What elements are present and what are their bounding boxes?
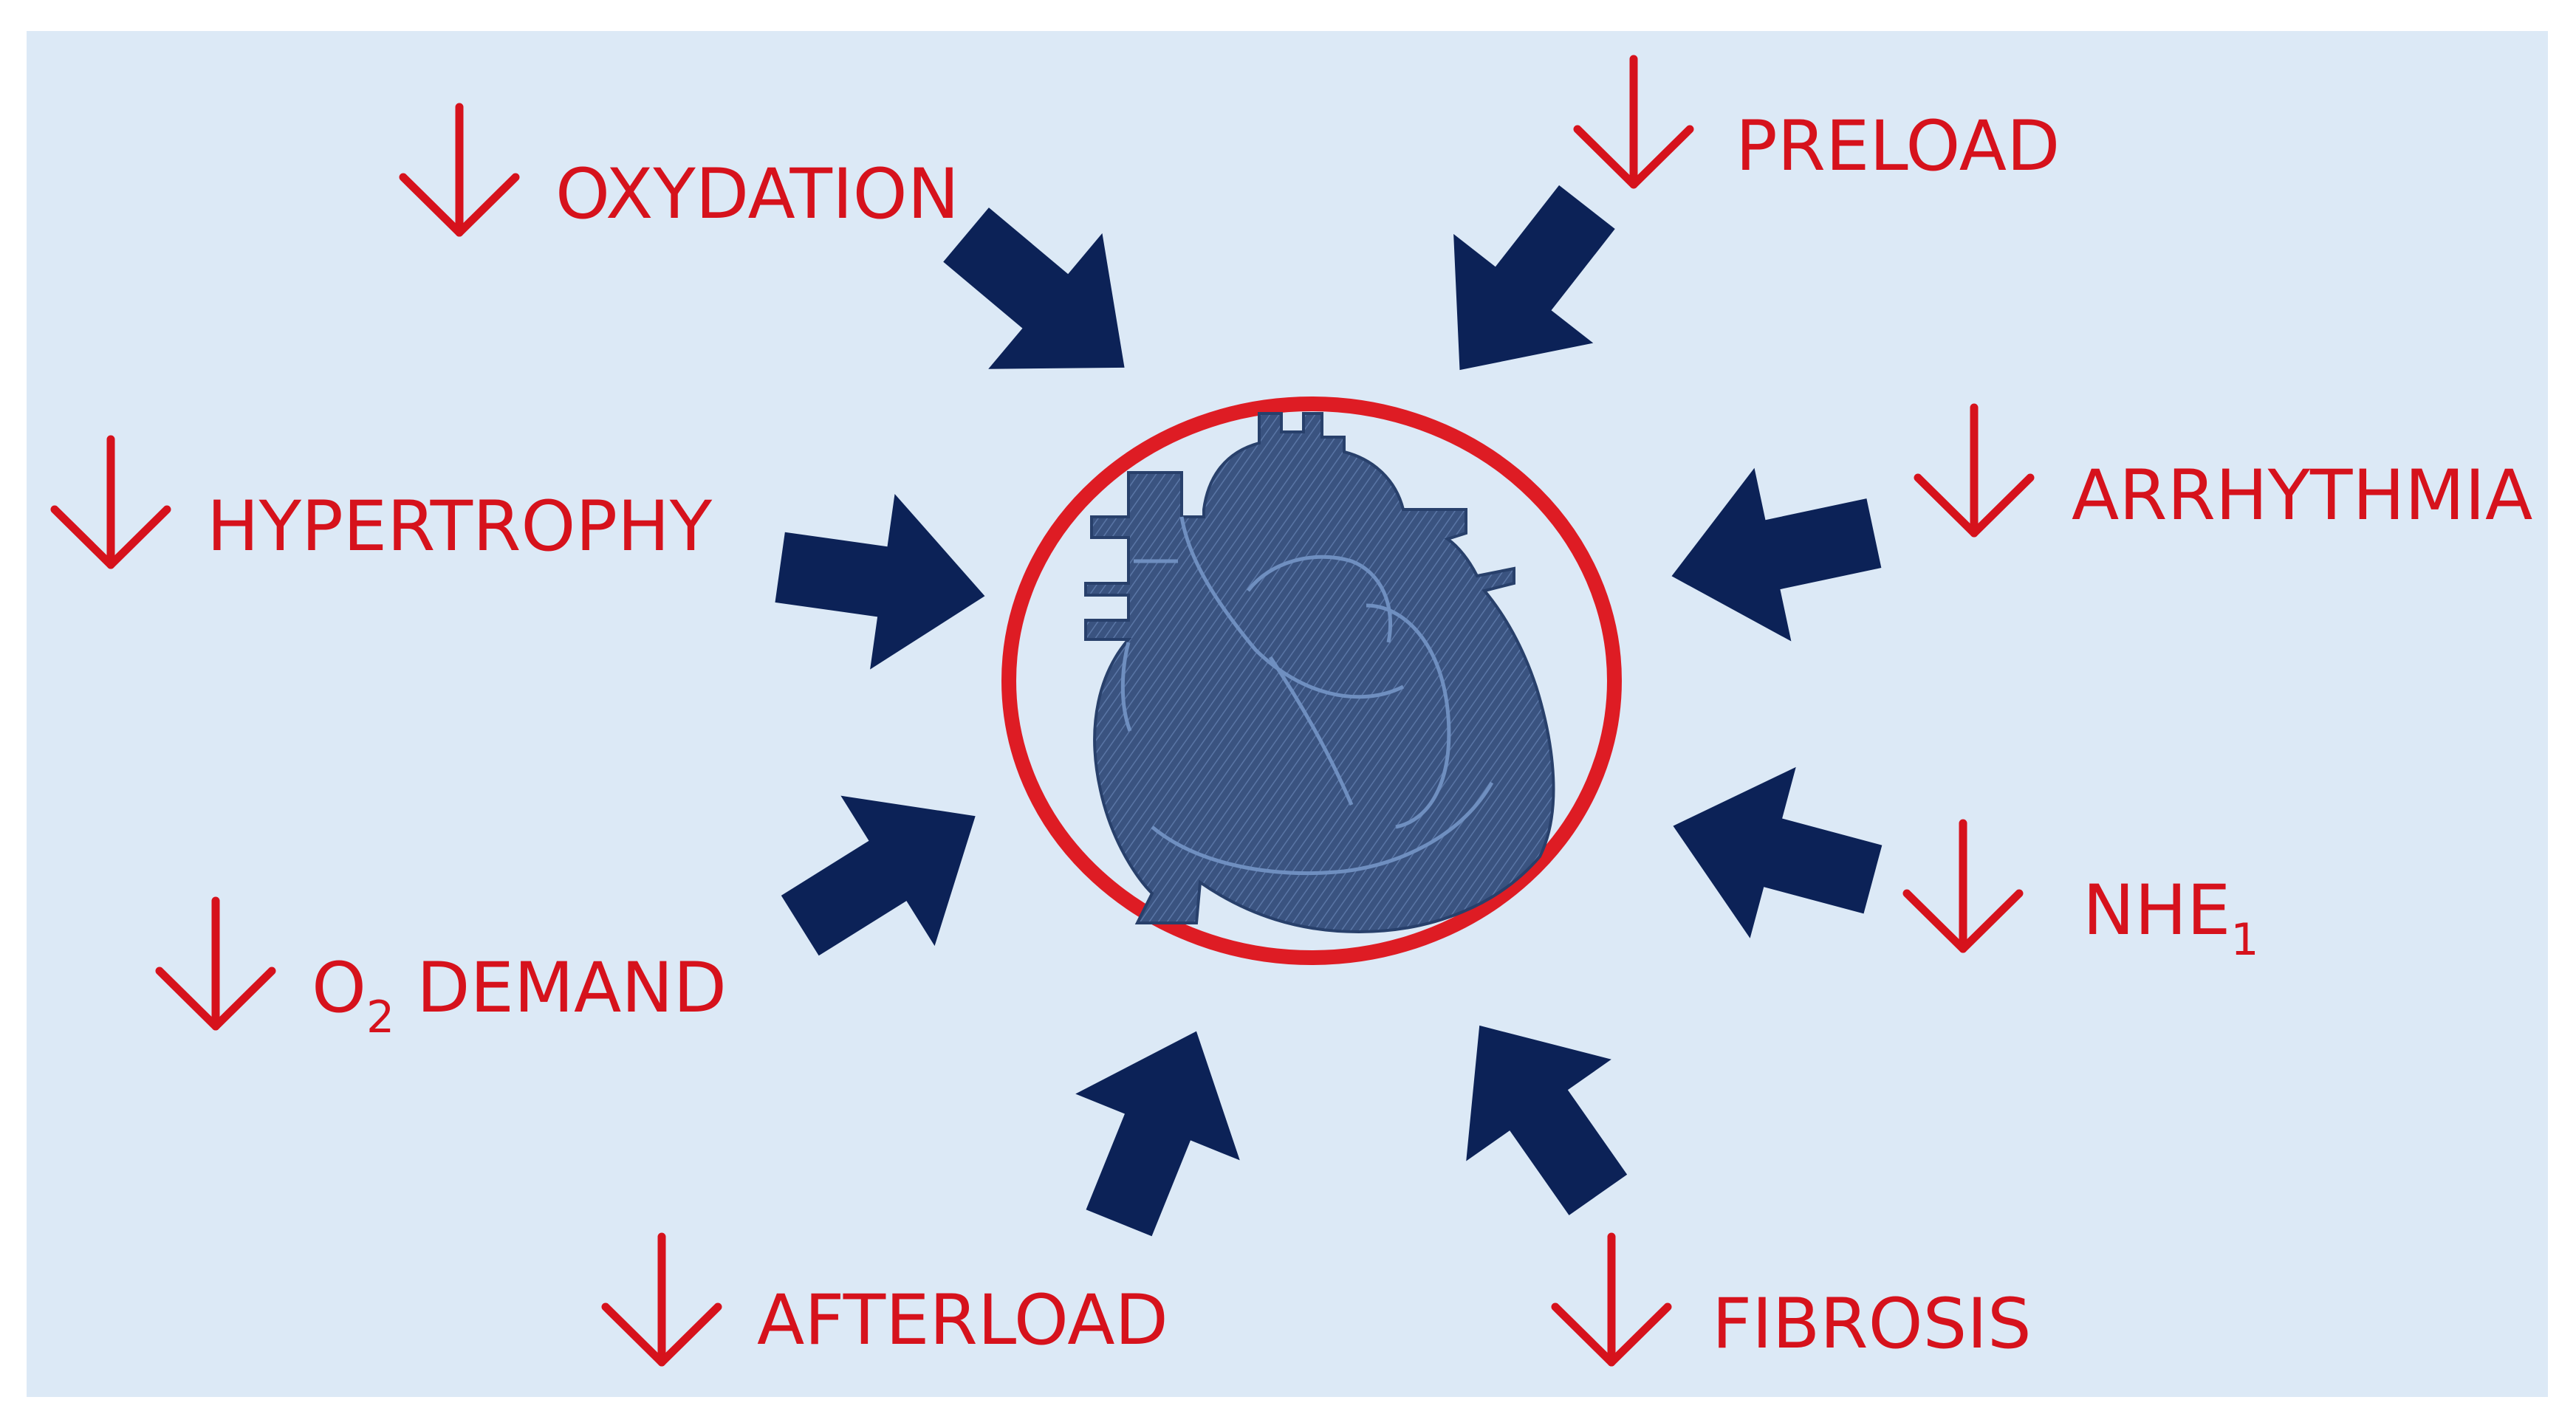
label-arrhythmia: ARRHYTHMIA <box>2072 456 2532 536</box>
arrow-from-nhe1 <box>1650 740 1896 965</box>
label-o2-demand: O2 DEMAND <box>312 948 727 1043</box>
arrow-from-arrhythmia <box>1653 446 1893 663</box>
arrow-from-hypertrophy <box>767 479 998 684</box>
arrow-from-o2-demand <box>753 741 1023 1001</box>
label-afterload: AFTERLOAD <box>757 1280 1168 1361</box>
label-fibrosis: FIBROSIS <box>1712 1284 2032 1365</box>
decrease-icon-arrhythmia <box>1918 408 2030 533</box>
label-preload: PRELOAD <box>1736 106 2060 187</box>
arrow-from-preload <box>1389 152 1657 425</box>
heart-icon <box>1084 412 1555 934</box>
highlight-ring <box>1001 397 1622 965</box>
decrease-icon-afterload <box>606 1237 718 1362</box>
decrease-icon-oxydation <box>403 107 515 233</box>
decrease-icon-fibrosis <box>1555 1237 1668 1362</box>
decrease-icon-o2-demand <box>160 901 272 1026</box>
decrease-icon-nhe1 <box>1907 823 2019 949</box>
label-nhe1: NHE1 <box>2083 871 2259 966</box>
arrow-from-fibrosis <box>1406 975 1671 1246</box>
decrease-icon-hypertrophy <box>55 439 167 565</box>
label-oxydation: OXYDATION <box>555 154 959 235</box>
decrease-icon-preload <box>1578 59 1690 185</box>
arrow-from-afterload <box>1036 998 1279 1257</box>
label-hypertrophy: HYPERTROPHY <box>207 487 713 567</box>
